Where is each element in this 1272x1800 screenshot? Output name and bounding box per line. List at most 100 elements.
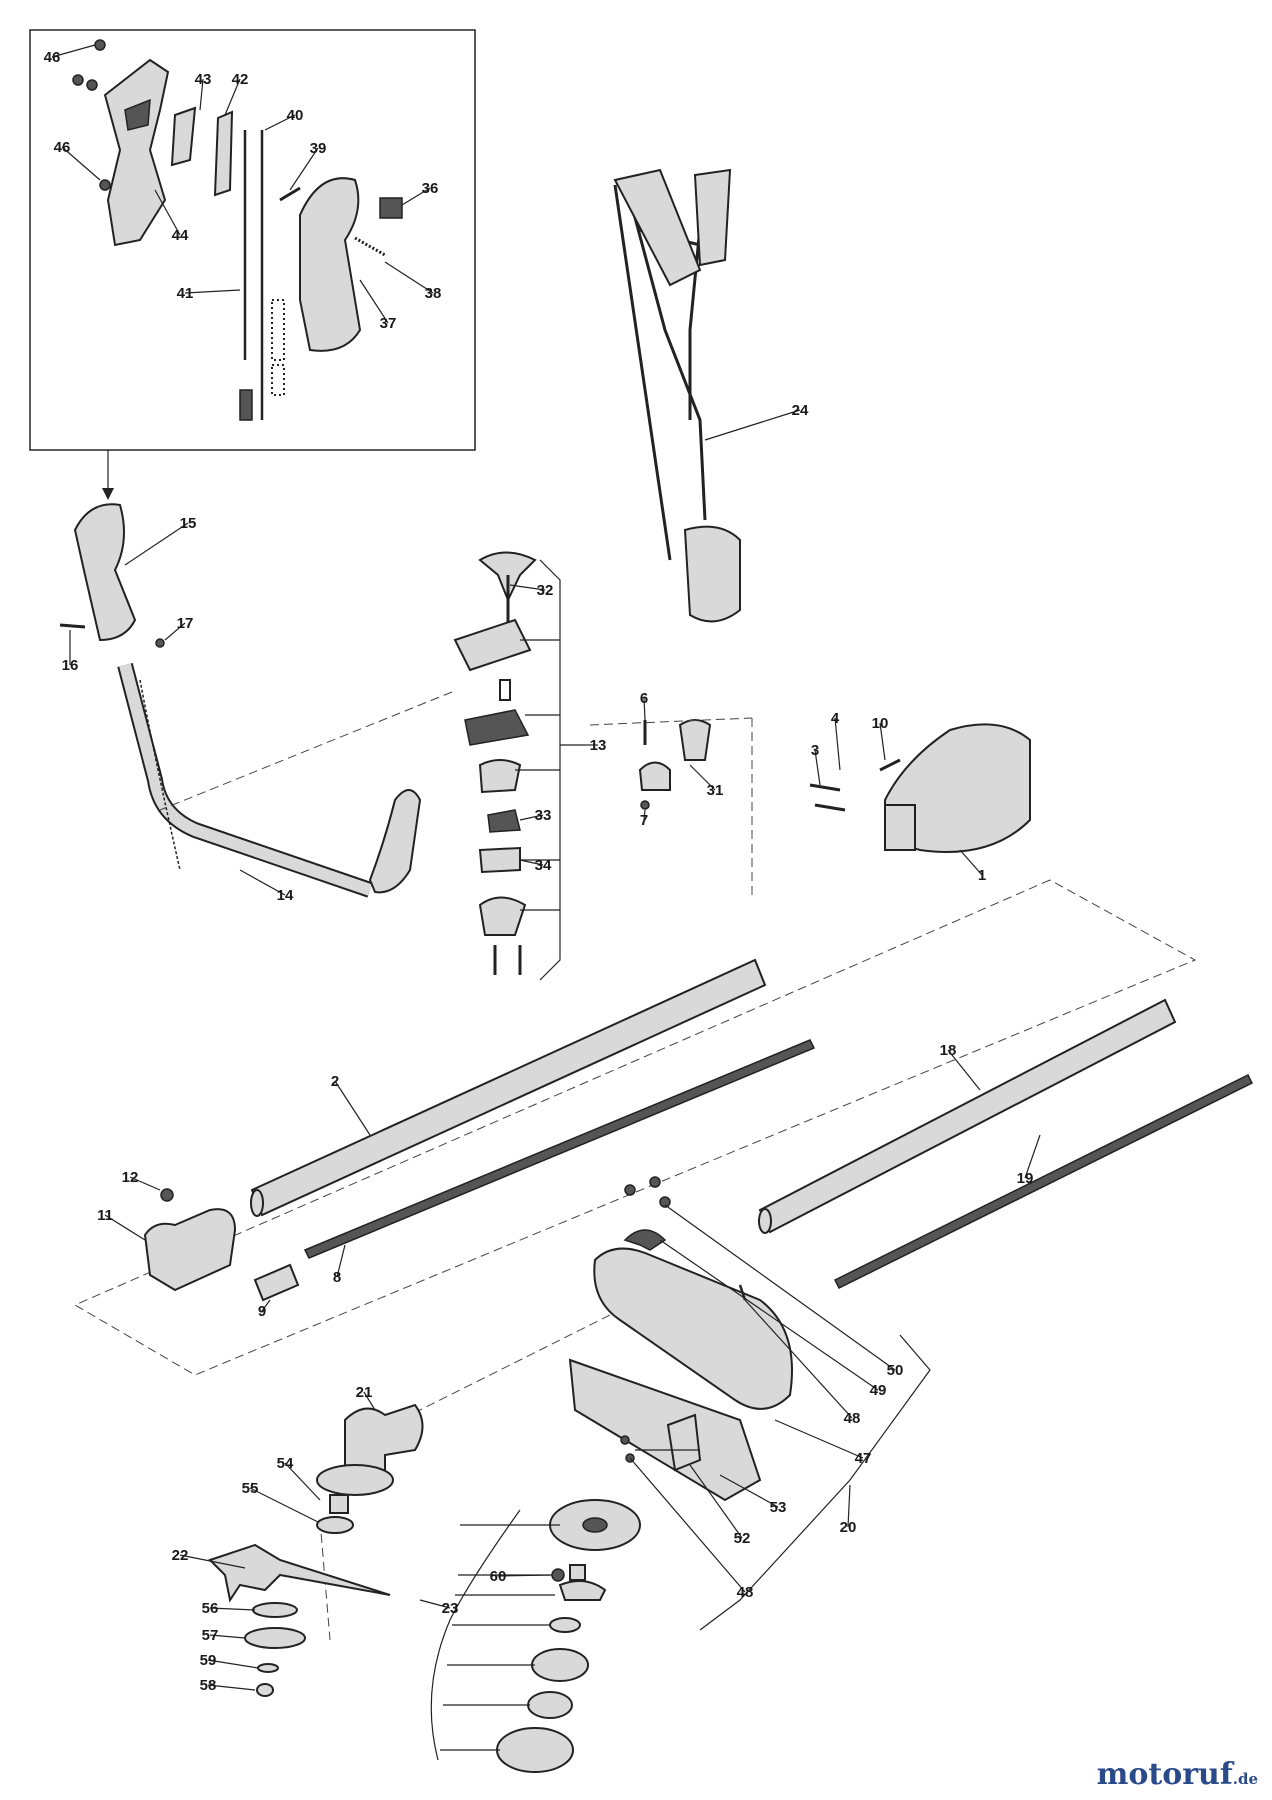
part-label-46b: 46 [54,139,71,156]
part-label-15: 15 [180,515,197,532]
part-label-49: 49 [870,1382,887,1399]
leader-line-34 [519,859,544,866]
leader-line-46a [51,44,96,58]
part-label-16: 16 [62,657,79,674]
part-label-50: 50 [887,1362,904,1379]
part-label-42: 42 [232,71,249,88]
part-label-59: 59 [200,1652,217,1669]
leader-line-19 [1024,1134,1041,1179]
part-label-57: 57 [202,1627,219,1644]
part-label-19: 19 [1017,1170,1034,1187]
leader-line-44 [154,189,181,236]
part-label-48a: 48 [844,1410,861,1427]
part-label-36: 36 [422,180,439,197]
part-label-32: 32 [537,582,554,599]
leader-line-33 [519,814,544,821]
part-label-60: 60 [490,1568,507,1585]
part-label-12: 12 [122,1169,139,1186]
leader-line-53 [719,1474,779,1508]
part-label-48b: 48 [737,1584,754,1601]
part-label-58: 58 [200,1677,217,1694]
blade-part [208,1543,391,1603]
leader-line-20 [847,1484,851,1528]
leader-line-3 [814,749,821,786]
leader-line-48a [744,1299,853,1419]
loop-handle-bar-part [117,662,373,898]
leader-line-6 [643,697,646,721]
part-label-6: 6 [640,690,648,707]
part-label-53: 53 [770,1499,787,1516]
leader-line-38 [384,261,434,294]
leader-line-56 [209,1607,256,1611]
leader-line-59 [207,1659,259,1669]
watermark-main: motoruf [1096,1757,1233,1792]
part-label-52: 52 [734,1530,751,1547]
leader-line-23 [419,1599,451,1609]
inset-frame [29,29,476,451]
part-label-18: 18 [940,1042,957,1059]
part-label-40: 40 [287,107,304,124]
leader-line-8 [336,1244,346,1278]
leader-line-22 [179,1554,246,1569]
leader-line-2 [334,1080,371,1136]
leader-line-50 [664,1204,896,1371]
leader-line-43 [199,78,204,111]
leader-line-40 [264,114,296,131]
part-label-10: 10 [872,715,889,732]
grip-handle-15-part [73,503,137,642]
part-label-1: 1 [978,867,986,884]
leader-line-39 [289,147,319,191]
leader-line-31 [689,764,716,791]
part-label-47: 47 [855,1450,872,1467]
harness-strap-part [613,174,721,561]
part-label-14: 14 [277,887,294,904]
leader-line-42 [224,78,241,116]
main-tube-part [250,958,767,1217]
leader-line-60 [497,1574,553,1577]
part-label-23: 23 [442,1600,459,1617]
part-label-56: 56 [202,1600,219,1617]
leader-line-21 [363,1391,376,1411]
watermark-suffix: .de [1232,1770,1258,1788]
part-label-3: 3 [811,742,819,759]
part-label-13: 13 [590,737,607,754]
leader-line-7 [643,809,646,821]
leader-line-32 [509,584,546,591]
part-label-9: 9 [258,1303,266,1320]
leader-line-12 [129,1176,161,1191]
leader-line-4 [834,717,841,771]
leader-line-41 [184,289,241,294]
part-label-41: 41 [177,285,194,302]
leader-line-14 [239,869,286,896]
part-label-21: 21 [356,1384,373,1401]
part-label-24: 24 [792,402,809,419]
leader-line-1 [959,849,983,876]
part-label-2: 2 [331,1073,339,1090]
leader-line-15 [124,522,189,566]
part-label-8: 8 [333,1269,341,1286]
part-label-55: 55 [242,1480,259,1497]
part-label-37: 37 [380,315,397,332]
part-label-17: 17 [177,615,194,632]
part-label-44: 44 [172,227,189,244]
part-label-54: 54 [277,1455,294,1472]
part-label-34: 34 [535,857,552,874]
leader-line-11 [104,1214,146,1241]
guard-part [593,1247,793,1410]
leader-line-52 [689,1464,743,1539]
leader-line-36 [401,187,431,206]
part-label-38: 38 [425,285,442,302]
part-label-7: 7 [640,812,648,829]
part-label-31: 31 [707,782,724,799]
part-label-22: 22 [172,1547,189,1564]
leader-line-9 [261,1299,271,1312]
part-label-4: 4 [831,710,840,727]
handle-grip-part [299,177,362,352]
part-label-43: 43 [195,71,212,88]
leader-line-46b [61,146,101,181]
leader-line-47 [774,1419,864,1459]
inset-arrow-icon [102,488,114,500]
part-label-11: 11 [97,1207,113,1224]
leader-line-48b [629,1457,746,1593]
